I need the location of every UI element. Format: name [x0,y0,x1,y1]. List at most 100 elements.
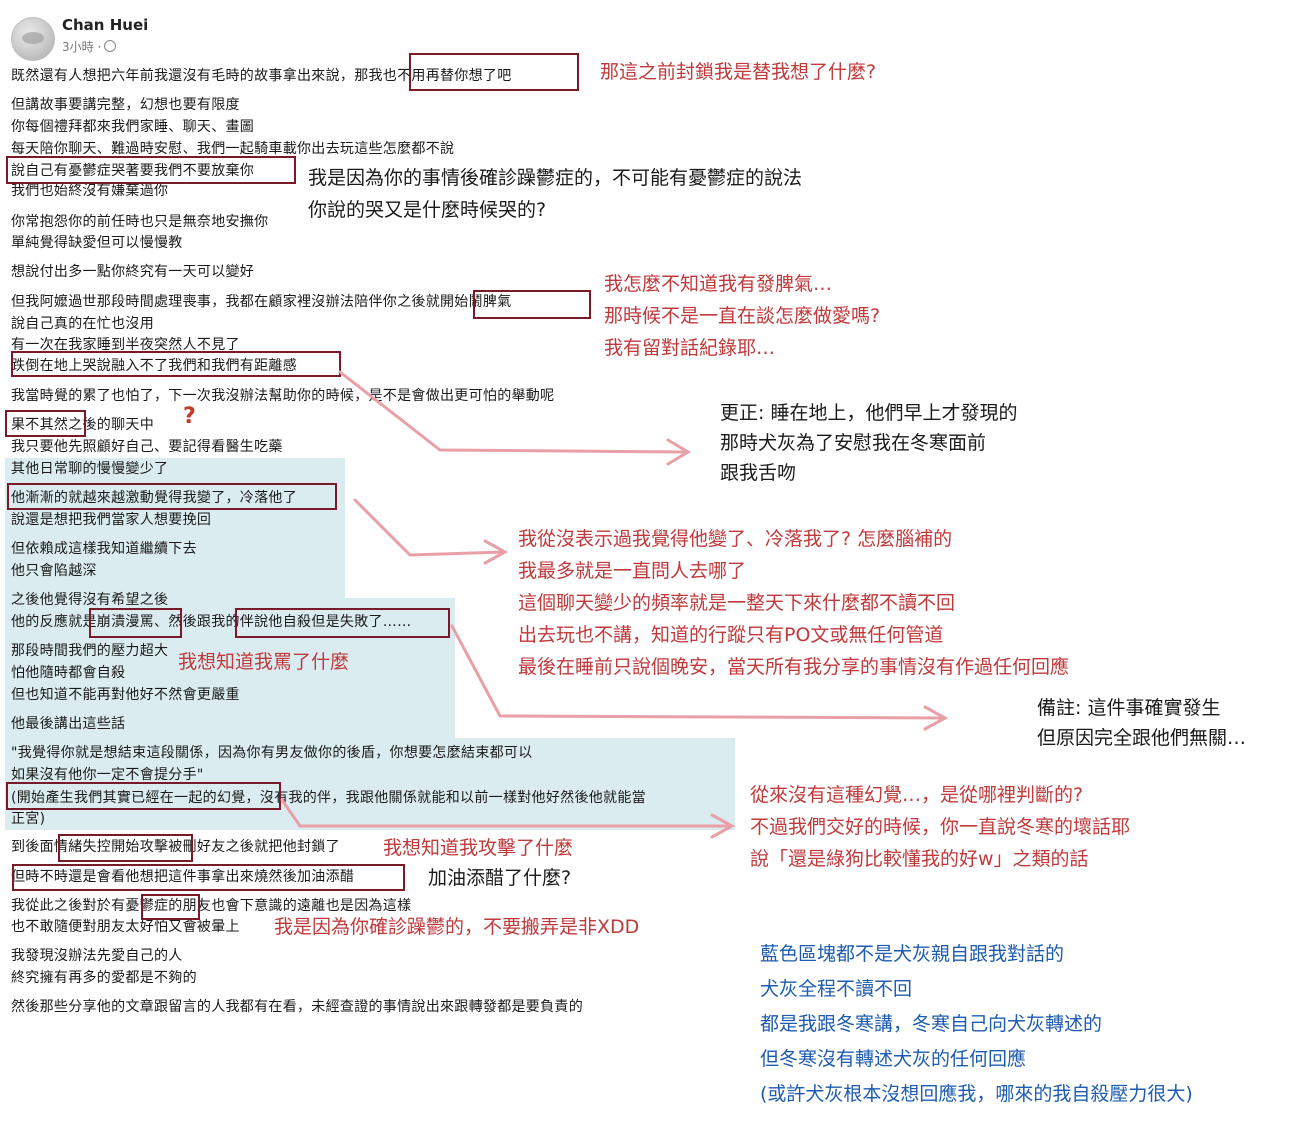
annotation-line: 我從沒表示過我覺得他變了、冷落我了? 怎麼腦補的 [518,528,953,550]
arrow-head [483,539,509,565]
post-line: 正宮) [11,811,46,827]
highlight-box [235,608,450,638]
annotation-red: 那這之前封鎖我是替我想了什麼? [600,56,876,88]
arrow-head [666,438,691,466]
arrow-head [923,705,949,731]
annotation-line: 我是因為你確診躁鬱的，不要搬弄是非XDD [274,916,640,938]
facebook-post: Chan Huei 3小時 · 既然還有人想把六年前我還沒有毛時的故事拿出來說，… [5,16,735,1015]
highlight-box [7,483,337,510]
post-line: 跌倒在地上哭說融入不了我們和我們有距離感 [11,358,297,374]
annotation-line: 出去玩也不講，知道的行蹤只有PO文或無任何管道 [518,624,944,646]
post-line: "我覺得你就是想結束這段關係，因為你有男友做你的後盾，你想要怎麼結束都可以 [11,745,533,761]
annotation-red: 我怎麼不知道我有發脾氣… 那時候不是一直在談怎麼做愛嗎? 我有留對話紀錄耶… [604,268,880,364]
arrow-to-note [338,370,690,454]
annotation-line: 從來沒有這種幻覺…，是從哪裡判斷的? [750,784,1084,806]
annotation-red: 我是因為你確診躁鬱的，不要搬弄是非XDD [274,911,639,943]
annotation-line: 我最多就是一直問人去哪了 [518,560,747,582]
post-line: 但依賴成這樣我知道繼續下去 [11,541,197,557]
annotation-red: 我想知道我攻擊了什麼 [383,832,573,864]
post-line: 然後那些分享他的文章跟留言的人我都有在看，未經查證的事情說出來跟轉發都是要負責的 [11,999,583,1015]
highlight-box [58,834,193,862]
post-line: 但也知道不能再對他好不然會更嚴重 [11,687,240,703]
post-line: 其他日常聊的慢慢變少了 [11,461,169,477]
annotation-line: 我想知道我罵了什麼 [178,651,350,673]
post-line: 果不其然之後的聊天中 [11,417,154,433]
highlight-box [11,351,341,377]
post-line: 你常抱怨你的前任時也只是無奈地安撫你 [11,214,269,230]
post-author[interactable]: Chan Huei [62,16,149,34]
arrow-to-note [353,498,507,557]
arrow-head [710,813,736,839]
annotation-red: 加油添醋了什麼? [428,862,571,894]
post-line: 但我阿嬤過世那段時間處理喪事，我都在顧家裡沒辦法陪伴你之後就開始鬧脾氣 [11,294,512,310]
blue-note-line: 都是我跟冬寒講，冬寒自己向犬灰轉述的 [760,1013,1103,1035]
post-line: 我只要他先照顧好自己、要記得看醫生吃藥 [11,439,283,455]
post-line: 說自己真的在忙也沒用 [11,316,154,332]
annotation-line: 加油添醋了什麼? [428,867,572,889]
post-line: 也不敢隨便對朋友太好怕又會被暈上 [11,919,240,935]
annotation-line: 你說的哭又是什麼時候哭的? [308,199,547,221]
annotation-line: 我怎麼不知道我有發脾氣… [604,273,833,295]
post-line: 但講故事要講完整，幻想也要有限度 [11,97,240,113]
post-line: (開始產生我們其實已經在一起的幻覺，沒有我的伴，我跟他關係就能和以前一樣對他好然… [11,790,646,806]
blue-highlight-region [5,738,735,830]
annotation-red: 從來沒有這種幻覺…，是從哪裡判斷的? 不過我們交好的時候，你一直說冬寒的壞話耶 … [750,779,1130,875]
annotation-line: 那這之前封鎖我是替我想了什麼? [600,61,877,83]
post-line: 我發現沒辦法先愛自己的人 [11,948,183,964]
highlight-box [473,290,591,319]
post-line: 怕他隨時都會自殺 [11,665,126,681]
post-line: 他只會陷越深 [11,563,97,579]
annotation-line: 說「還是綠狗比較懂我的好w」之類的話 [750,848,1089,870]
blue-note-line: 犬灰全程不讀不回 [760,978,913,1000]
avatar[interactable] [11,17,55,61]
post-line: 但時不時還是會看他想把這件事拿出來燒然後加油添醋 [11,869,355,885]
question-mark-icon: ? [183,404,196,429]
highlight-box [6,782,281,810]
annotation-line: 不過我們交好的時候，你一直說冬寒的壞話耶 [750,816,1131,838]
annotation-line: 我有留對話紀錄耶… [604,337,776,359]
annotation-line: 我想知道我攻擊了什麼 [383,837,574,859]
post-line: 他最後講出這些話 [11,716,126,732]
post-line: 我當時覺的累了也怕了，下一次我沒辦法幫助你的時候，是不是會做出更可怕的舉動呢 [11,388,555,404]
post-line: 每天陪你聊天、難過時安慰、我們一起騎車載你出去玩這些怎麼都不說 [11,141,455,157]
post-line: 單純覺得缺愛但可以慢慢教 [11,235,183,251]
post-timestamp[interactable]: 3小時 · [62,40,102,54]
highlight-box [6,156,296,184]
post-line: 他漸漸的就越來越激動覺得我變了，冷落他了 [11,490,297,506]
post-line: 那段時間我們的壓力超大 [11,643,169,659]
highlight-box [409,53,579,91]
post-line: 說還是想把我們當家人想要挽回 [11,512,212,528]
annotation-red: 我想知道我罵了什麼 [178,646,349,678]
highlight-box [89,608,182,638]
annotation-black: 備註: 這件事確實發生 但原因完全跟他們無關… [1037,693,1246,753]
arrow-to-note [280,798,734,828]
highlight-box [5,410,86,437]
annotation-line: 但原因完全跟他們無關… [1037,727,1247,749]
post-line: 有一次在我家睡到半夜突然人不見了 [11,337,240,353]
annotation-line: 更正: 睡在地上，他們早上才發現的 [720,402,1018,424]
globe-icon [104,40,117,52]
post-line: 終究擁有再多的愛都是不夠的 [11,970,197,986]
post-line: 你每個禮拜都來我們家睡、聊天、畫圖 [11,119,255,135]
post-meta: 3小時 · [62,38,117,55]
annotation-line: 那時犬灰為了安慰我在冬寒面前 [720,432,987,454]
post-line: 想說付出多一點你終究有一天可以變好 [11,264,255,280]
annotation-line: 最後在睡前只說個晚安，當天所有我分享的事情沒有作過任何回應 [518,656,1070,678]
highlight-box [12,864,405,891]
post-line: 我們也始終沒有嫌棄過你 [11,183,169,199]
post-line: 他的反應就是崩潰漫罵、然後跟我的伴說他自殺但是失敗了…… [11,614,412,630]
arrow-to-note [450,624,947,720]
blue-note: 藍色區塊都不是犬灰親自跟我對話的 犬灰全程不讀不回 都是我跟冬寒講，冬寒自己向犬… [760,937,1193,1112]
annotation-line: 我是因為你的事情後確診躁鬱症的，不可能有憂鬱症的說法 [308,167,803,189]
annotation-red: 我從沒表示過我覺得他變了、冷落我了? 怎麼腦補的 我最多就是一直問人去哪了 這個… [518,523,1069,683]
post-line: 說自己有憂鬱症哭著要我們不要放棄你 [11,163,255,179]
blue-highlight-region [5,458,345,738]
post-line: 如果沒有他你一定不會提分手" [11,767,204,783]
annotation-line: 備註: 這件事確實發生 [1037,697,1221,719]
blue-highlight-region [345,598,455,738]
post-line: 之後他覺得沒有希望之後 [11,592,169,608]
annotation-red: 我是因為你的事情後確診躁鬱症的，不可能有憂鬱症的說法 你說的哭又是什麼時候哭的? [308,162,802,226]
post-line: 我從此之後對於有憂鬱症的朋友也會下意識的遠離也是因為這樣 [11,898,412,914]
annotation-line: 跟我舌吻 [720,462,797,484]
